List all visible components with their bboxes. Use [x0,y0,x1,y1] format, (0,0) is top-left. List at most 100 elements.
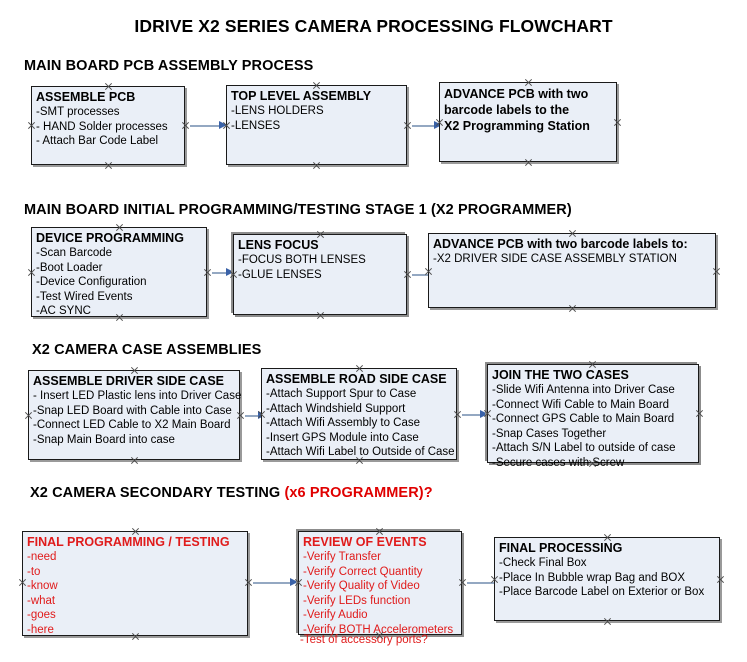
flow-box-final-processing[interactable]: FINAL PROCESSING -Check Final Box -Place… [494,537,720,621]
flow-box-content: JOIN THE TWO CASES -Slide Wifi Antenna i… [488,365,698,470]
flow-box-title: FINAL PROCESSING [499,541,623,555]
connector-arrow-icon [480,410,488,418]
flow-box-line: -Scan Barcode [36,247,113,259]
section-heading-1: MAIN BOARD PCB ASSEMBLY PROCESS [24,58,313,74]
section-heading-2: MAIN BOARD INITIAL PROGRAMMING/TESTING S… [24,202,572,218]
flow-box-line: -SMT processes [36,106,120,118]
flow-box-line: -Slide Wifi Antenna into Driver Case [492,384,675,396]
flow-box-line: - HAND Solder processes [36,120,168,133]
connector-line [212,272,228,274]
connector-arrow-icon [226,268,234,276]
flow-box-line: -know [27,580,58,592]
flow-box-title: ADVANCE PCB with two barcode labels to: [433,237,688,251]
flow-box-assemble-driver-side-case[interactable]: ASSEMBLE DRIVER SIDE CASE - Insert LED P… [28,370,242,460]
flow-box-line: -Attach Wifi Assembly to Case [266,417,421,429]
flow-box-line: -Boot Loader [36,261,103,274]
flow-box-line: -Verify Audio [303,609,368,621]
flow-box-title: ASSEMBLE ROAD SIDE CASE [266,372,447,386]
flow-box-assemble-pcb[interactable]: ASSEMBLE PCB -SMT processes - HAND Solde… [31,86,185,165]
flow-box-line: -Verify Correct Quantity [303,565,423,578]
flow-box-join-the-two-cases[interactable]: JOIN THE TWO CASES -Slide Wifi Antenna i… [487,364,699,469]
section-heading-4-text: X2 CAMERA SECONDARY TESTING [30,485,285,501]
connector-arrow-icon [434,121,442,129]
flow-box-line: -Check Final Box [499,557,587,569]
connector-line [462,414,484,416]
flow-box-line: -Place In Bubble wrap Bag and BOX [499,571,686,584]
flow-box-line: barcode labels to the [444,103,570,117]
flow-box-line: -Attach Wifi Label to Outside of Case [266,446,455,458]
flow-box-line: -Snap Main Board into case [33,433,175,446]
flow-box-line: -Snap LED Board with Cable into Case [33,404,232,417]
flow-box-lens-focus[interactable]: LENS FOCUS -FOCUS BOTH LENSES -GLUE LENS… [233,234,407,315]
flow-box-title: ASSEMBLE PCB [36,90,136,104]
flow-box-top-level-assembly[interactable]: TOP LEVEL ASSEMBLY -LENS HOLDERS -LENSES [226,85,407,165]
connector-line [253,582,293,584]
section-heading-1-text: MAIN BOARD PCB ASSEMBLY PROCESS [24,58,314,74]
flow-box-line: -Test Wired Events [36,290,133,303]
section-heading-4: X2 CAMERA SECONDARY TESTING (x6 PROGRAMM… [30,485,433,501]
flow-box-line: -Device Configuration [36,276,147,288]
flow-box-content: ADVANCE PCB with two barcode labels to: … [429,234,715,267]
flow-box-line: -Attach Support Spur to Case [266,388,417,400]
section-heading-4-accent: (x6 PROGRAMMER)? [284,485,433,501]
section-heading-3-text: X2 CAMERA CASE ASSEMBLIES [32,342,262,358]
flow-box-content: FINAL PROGRAMMING / TESTING -need -to -k… [23,532,247,637]
flow-box-content: REVIEW OF EVENTS -Verify Transfer -Verif… [299,532,461,637]
flow-box-title: JOIN THE TWO CASES [492,368,629,382]
flow-box-content: ASSEMBLE ROAD SIDE CASE -Attach Support … [262,369,456,460]
flow-box-content: TOP LEVEL ASSEMBLY -LENS HOLDERS -LENSES [227,86,406,133]
flow-box-line: -Connect GPS Cable to Main Board [492,413,675,425]
flow-box-line: -here [27,623,54,636]
flow-box-title: DEVICE PROGRAMMING [36,231,184,245]
flow-box-advance-pcb-1[interactable]: ADVANCE PCB with two barcode labels to t… [439,82,617,162]
flow-box-title: TOP LEVEL ASSEMBLY [231,89,372,103]
flow-box-line: -Connect Wifi Cable to Main Board [492,398,670,411]
flow-box-content: ASSEMBLE PCB -SMT processes - HAND Solde… [32,87,184,149]
connector-line [467,582,502,584]
section-heading-3: X2 CAMERA CASE ASSEMBLIES [32,342,261,358]
connector-arrow-icon [219,121,227,129]
page-title: IDRIVE X2 SERIES CAMERA PROCESSING FLOWC… [134,16,613,36]
flow-box-content: LENS FOCUS -FOCUS BOTH LENSES -GLUE LENS… [234,235,406,282]
flow-box-overflow-line: -Test of accessory ports? [300,634,428,646]
flow-box-review-of-events[interactable]: REVIEW OF EVENTS -Verify Transfer -Verif… [298,531,462,637]
flow-box-line: -Insert GPS Module into Case [266,431,419,444]
flow-box-line: -Place Barcode Label on Exterior or Box [499,586,705,598]
flow-box-line: -X2 DRIVER SIDE CASE ASSEMBLY STATION [433,253,677,265]
flow-box-line: -need [27,551,57,563]
flow-box-line: -GLUE LENSES [238,268,322,281]
connector-arrow-icon [290,578,298,586]
flow-box-line: -to [27,565,41,578]
flow-box-device-programming[interactable]: DEVICE PROGRAMMING -Scan Barcode -Boot L… [31,227,207,317]
flow-box-line: -Snap Cases Together [492,427,607,440]
flow-box-final-programming-testing[interactable]: FINAL PROGRAMMING / TESTING -need -to -k… [22,531,248,636]
flow-box-title: REVIEW OF EVENTS [303,535,427,549]
connector-line [412,274,434,276]
flow-box-line: -goes [27,609,56,621]
flow-box-title: ADVANCE PCB with two [444,87,589,101]
flow-box-line: -Verify LEDs function [303,594,411,607]
flow-box-line: -FOCUS BOTH LENSES [238,254,366,266]
flow-box-line: X2 Programming Station [444,119,590,133]
connector-line [245,415,263,417]
flow-box-line: -Secure cases with Screw [492,456,625,469]
flow-box-line: -Verify BOTH Accelerometers [303,623,454,636]
flow-box-content: FINAL PROCESSING -Check Final Box -Place… [495,538,719,600]
connector-line [412,125,438,127]
flow-box-line: -what [27,594,56,607]
flow-box-line: -LENS HOLDERS [231,105,324,117]
flow-box-line: -Verify Quality of Video [303,580,420,592]
flow-box-line: -AC SYNC [36,305,91,317]
flow-box-line: -LENSES [231,119,281,132]
flow-box-title: FINAL PROGRAMMING / TESTING [27,535,230,549]
flow-box-line: -Verify Transfer [303,551,381,563]
flow-box-advance-pcb-2[interactable]: ADVANCE PCB with two barcode labels to: … [428,233,716,308]
flow-box-title: LENS FOCUS [238,238,319,252]
flow-box-line: - Insert LED Plastic lens into Driver Ca… [33,390,242,402]
flow-box-assemble-road-side-case[interactable]: ASSEMBLE ROAD SIDE CASE -Attach Support … [261,368,457,460]
flow-box-title: ASSEMBLE DRIVER SIDE CASE [33,374,225,388]
flow-box-line: -Attach Windshield Support [266,402,406,415]
connector-line [190,125,222,127]
flow-box-content: DEVICE PROGRAMMING -Scan Barcode -Boot L… [32,228,206,319]
flow-box-line: - Attach Bar Code Label [36,135,159,147]
